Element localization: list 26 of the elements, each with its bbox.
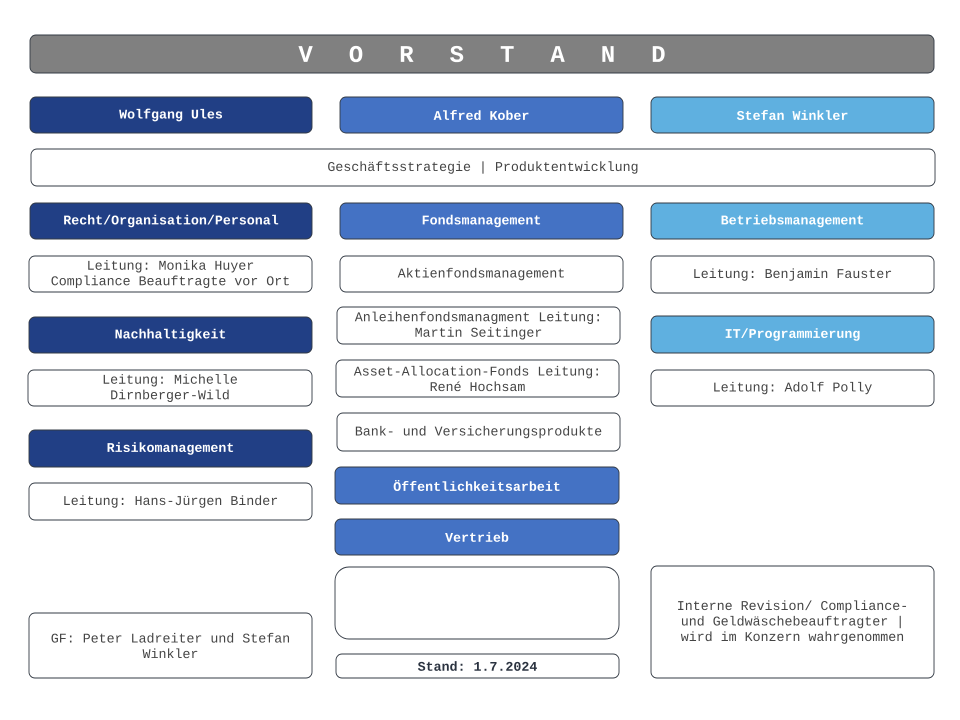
department-box: Risikomanagement [28, 430, 312, 468]
board-member-box: Alfred Kober [340, 96, 624, 134]
department-box: Recht/Organisation/Personal [30, 202, 312, 240]
board-member-box: Stefan Winkler [650, 96, 934, 134]
info-box: Leitung: Benjamin Fauster [650, 256, 934, 294]
info-box: Aktienfondsmanagement [340, 256, 624, 292]
title-banner: V O R S T A N D [30, 34, 934, 74]
info-box: Geschäftsstrategie | Produktentwicklung [30, 148, 936, 186]
department-box: Betriebsmanagement [650, 202, 934, 240]
date-box: Stand: 1.7.2024 [336, 654, 620, 678]
info-box: Leitung: Monika Huyer Compliance Beauftragte vor Ort [28, 256, 312, 292]
department-box: IT/Programmierung [650, 316, 934, 354]
info-box: Interne Revision/ Compliance- und Geldwäschebeauftragter | wird im Konzern wahrgenommen [650, 566, 934, 678]
info-box: Leitung: Adolf Polly [650, 370, 934, 406]
board-member-box: Wolfgang Ules [30, 96, 312, 134]
department-box: Öffentlichkeitsarbeit [334, 466, 620, 504]
department-box: Nachhaltigkeit [28, 316, 312, 354]
info-box: Leitung: Michelle Dirnberger-Wild [28, 370, 312, 406]
department-box: Fondsmanagement [340, 202, 624, 240]
info-box: Bank- und Versicherungsprodukte [336, 412, 620, 452]
info-box: Leitung: Hans-Jürgen Binder [28, 482, 312, 520]
empty-box [334, 566, 620, 640]
department-box: Vertrieb [334, 518, 620, 556]
info-box: GF: Peter Ladreiter und Stefan Winkler [28, 612, 312, 678]
info-box: Anleihenfondsmanagment Leitung: Martin Seitinger [336, 306, 620, 344]
info-box: Asset-Allocation-Fonds Leitung: René Hochsam [336, 360, 620, 398]
